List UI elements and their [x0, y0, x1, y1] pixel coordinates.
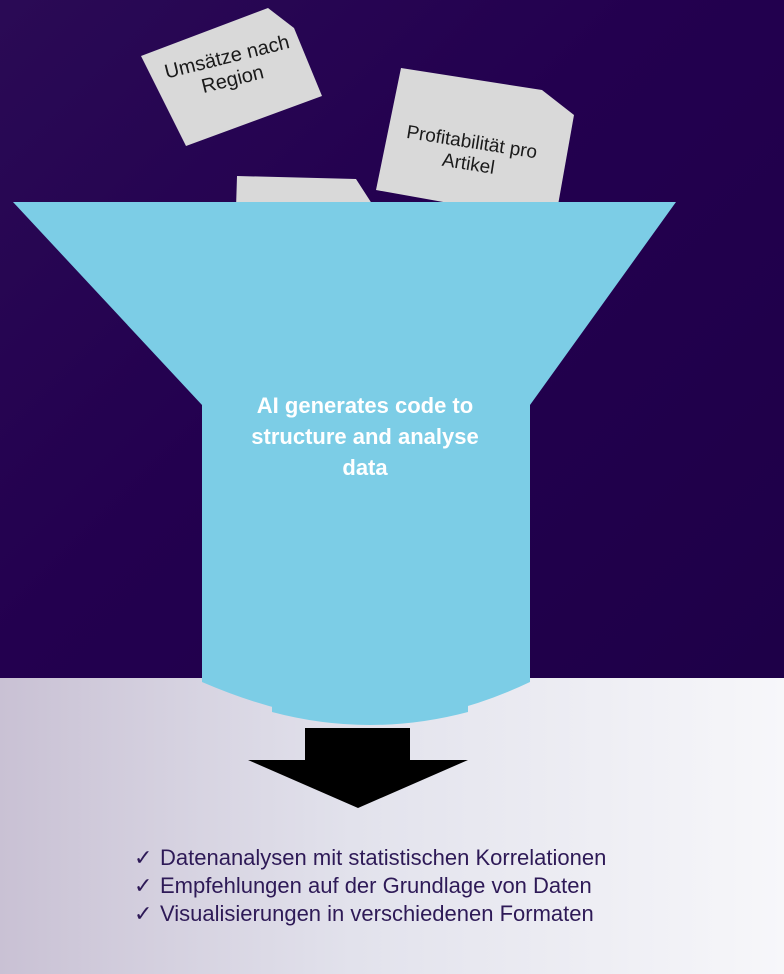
funnel-shape	[13, 202, 676, 722]
benefit-item: ✓ Visualisierungen in verschiedenen Forma…	[134, 900, 606, 928]
funnel-spout	[272, 700, 468, 725]
funnel-label: AI generates code to structure and analy…	[251, 393, 479, 480]
arrow-down-icon	[248, 728, 468, 808]
checkmark-icon: ✓	[134, 873, 153, 898]
benefit-text: Datenanalysen mit statistischen Korrelat…	[160, 845, 607, 870]
bottom-background	[0, 678, 784, 974]
benefit-text: Visualisierungen in verschiedenen Format…	[160, 901, 594, 926]
benefit-list: ✓ Datenanalysen mit statistischen Korrela…	[134, 844, 606, 928]
checkmark-icon: ✓	[134, 845, 153, 870]
document-card-profitabilitaet	[376, 68, 574, 222]
benefit-item: ✓ Empfehlungen auf der Grundlage von Date…	[134, 872, 606, 900]
document-card-umsaetze	[141, 8, 322, 146]
benefit-item: ✓ Datenanalysen mit statistischen Korrela…	[134, 844, 606, 872]
checkmark-icon: ✓	[134, 901, 153, 926]
benefit-text: Empfehlungen auf der Grundlage von Daten	[160, 873, 592, 898]
